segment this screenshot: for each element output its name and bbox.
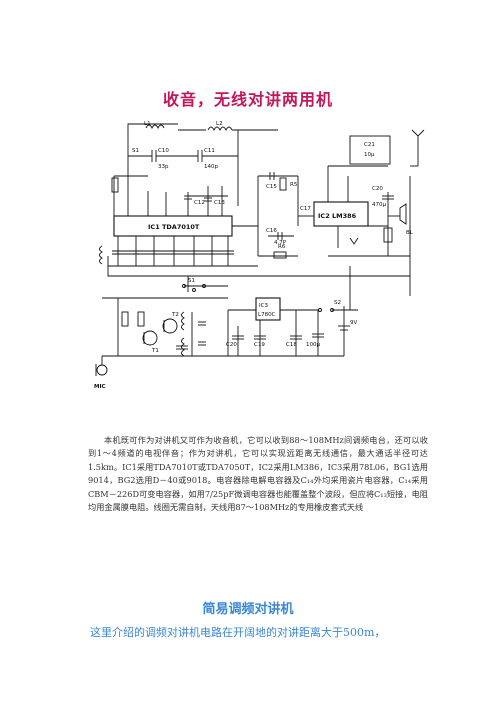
ic3-label: IC3 [259, 303, 268, 309]
description-paragraph: 本机既可作为对讲机又可作为收音机，它可以收到88～108MHz间调频电台，还可以… [88, 435, 428, 513]
circuit-schematic: IC1 TDA7010T [88, 116, 432, 394]
svg-text:4.7P: 4.7P [274, 240, 287, 246]
svg-text:C16: C16 [266, 228, 277, 234]
ic2-label: IC2 LM386 [318, 212, 357, 220]
svg-text:33p: 33p [158, 164, 169, 170]
svg-text:T2: T2 [171, 312, 179, 318]
svg-text:T1: T1 [151, 348, 159, 354]
svg-text:C19: C19 [254, 342, 265, 348]
svg-text:140p: 140p [204, 164, 218, 170]
svg-text:C12: C12 [194, 200, 205, 206]
section-intro: 这里介绍的调频对讲机电路在开阔地的对讲距离大于500m， [90, 626, 386, 639]
svg-text:C13: C13 [214, 200, 225, 206]
svg-text:R6: R6 [278, 244, 286, 250]
mic-label: MIC [94, 384, 106, 390]
svg-text:470μ: 470μ [372, 202, 386, 208]
svg-text:L2: L2 [216, 121, 223, 127]
svg-text:BL: BL [406, 230, 414, 236]
svg-text:10μ: 10μ [364, 152, 375, 158]
svg-text:R5: R5 [290, 182, 298, 188]
svg-text:C20: C20 [226, 342, 237, 348]
svg-text:C11: C11 [204, 148, 215, 154]
svg-text:9V: 9V [350, 320, 357, 326]
svg-text:C10: C10 [158, 148, 169, 154]
page-title: 收音，无线对讲两用机 [162, 90, 333, 109]
svg-text:S2: S2 [334, 300, 341, 306]
ic1-label: IC1 TDA7010T [148, 223, 200, 231]
svg-text:C20: C20 [372, 186, 383, 192]
svg-text:100μ: 100μ [306, 342, 320, 348]
svg-text:C17: C17 [300, 206, 311, 212]
svg-text:C21: C21 [364, 142, 375, 148]
svg-text:S1: S1 [132, 148, 139, 154]
svg-text:C15: C15 [266, 184, 277, 190]
svg-text:S1: S1 [188, 278, 195, 284]
ic3-part: L780C [258, 312, 276, 318]
svg-text:L1: L1 [144, 121, 151, 127]
svg-text:C18: C18 [286, 342, 297, 348]
section-title: 简易调频对讲机 [202, 602, 294, 617]
